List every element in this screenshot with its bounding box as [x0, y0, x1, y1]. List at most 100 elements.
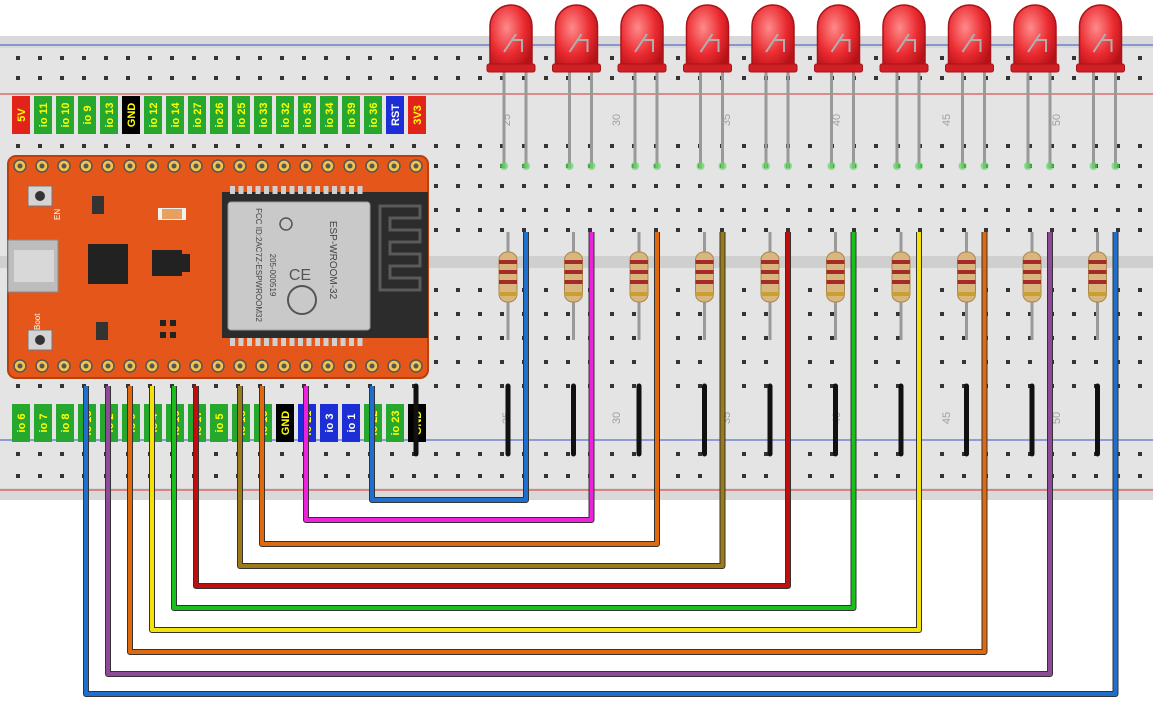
breadboard-hole: [940, 336, 944, 340]
breadboard-hole: [1006, 76, 1010, 80]
pin-label: GND: [276, 404, 294, 442]
breadboard-hole: [126, 56, 130, 60]
breadboard-hole: [456, 336, 460, 340]
breadboard-hole: [830, 184, 834, 188]
boot-label: Boot: [33, 313, 42, 330]
breadboard-hole: [1138, 144, 1142, 148]
breadboard-hole: [82, 56, 86, 60]
breadboard-hole: [566, 384, 570, 388]
regulator-chip: [152, 250, 182, 276]
breadboard-hole: [170, 76, 174, 80]
column-number: 45: [941, 412, 953, 424]
breadboard-hole: [1072, 208, 1076, 212]
breadboard-hole: [698, 228, 702, 232]
svg-text:io 33: io 33: [258, 102, 270, 127]
resistor: [629, 232, 649, 340]
pin-label: io 14: [166, 96, 184, 134]
breadboard-hole: [742, 288, 746, 292]
breadboard-hole: [808, 336, 812, 340]
breadboard-hole: [940, 228, 944, 232]
breadboard-hole: [1094, 228, 1098, 232]
breadboard-hole: [1116, 184, 1120, 188]
pin-label: io 25: [232, 96, 250, 134]
resistors: [498, 232, 1107, 340]
breadboard-hole: [940, 384, 944, 388]
breadboard-hole: [434, 384, 438, 388]
breadboard-hole: [764, 360, 768, 364]
breadboard-hole: [1138, 56, 1142, 60]
breadboard-hole: [126, 144, 130, 148]
breadboard-hole: [1072, 384, 1076, 388]
led: [945, 4, 994, 170]
breadboard-hole: [742, 474, 746, 478]
breadboard-hole: [896, 384, 900, 388]
breadboard-hole: [610, 288, 614, 292]
breadboard-hole: [1028, 228, 1032, 232]
breadboard-hole: [456, 144, 460, 148]
led: [683, 4, 732, 170]
breadboard-hole: [522, 76, 526, 80]
breadboard-hole: [16, 144, 20, 148]
breadboard-hole: [324, 144, 328, 148]
breadboard-hole: [742, 164, 746, 168]
breadboard-hole: [676, 384, 680, 388]
breadboard-hole: [1050, 208, 1054, 212]
breadboard-hole: [1094, 76, 1098, 80]
svg-text:GND: GND: [280, 411, 292, 436]
breadboard-hole: [610, 56, 614, 60]
breadboard-hole: [1138, 312, 1142, 316]
breadboard-hole: [1116, 208, 1120, 212]
breadboard-hole: [82, 144, 86, 148]
breadboard-hole: [434, 336, 438, 340]
breadboard-hole: [38, 452, 42, 456]
breadboard-hole: [1050, 184, 1054, 188]
breadboard-hole: [808, 384, 812, 388]
breadboard-hole: [544, 208, 548, 212]
breadboard-hole: [544, 144, 548, 148]
usb-uart-chip: [88, 244, 128, 284]
breadboard-hole: [764, 208, 768, 212]
signal-wire: [260, 232, 659, 546]
breadboard-hole: [632, 228, 636, 232]
breadboard-hole: [1050, 76, 1054, 80]
breadboard-hole: [434, 164, 438, 168]
breadboard-hole: [478, 184, 482, 188]
pin-label: GND: [122, 96, 140, 134]
breadboard-hole: [918, 228, 922, 232]
breadboard-hole: [940, 164, 944, 168]
breadboard-hole: [764, 452, 768, 456]
breadboard-hole: [346, 452, 350, 456]
breadboard-hole: [874, 184, 878, 188]
breadboard-hole: [742, 76, 746, 80]
led: [1010, 4, 1060, 170]
breadboard-hole: [742, 384, 746, 388]
breadboard-hole: [830, 360, 834, 364]
svg-text:io 5: io 5: [214, 414, 226, 433]
breadboard-hole: [874, 164, 878, 168]
pin-label: io 27: [188, 96, 206, 134]
breadboard-hole: [1006, 336, 1010, 340]
breadboard-hole: [60, 56, 64, 60]
breadboard-hole: [1138, 228, 1142, 232]
breadboard-hole: [1006, 208, 1010, 212]
breadboard-hole: [60, 474, 64, 478]
pin-label: io 1: [342, 404, 360, 442]
breadboard-hole: [434, 288, 438, 292]
svg-text:io 35: io 35: [302, 102, 314, 127]
breadboard-hole: [1028, 76, 1032, 80]
breadboard-hole: [214, 474, 218, 478]
svg-text:3V3: 3V3: [412, 105, 424, 125]
breadboard-hole: [764, 474, 768, 478]
breadboard-hole: [962, 228, 966, 232]
breadboard-hole: [588, 208, 592, 212]
breadboard-hole: [434, 312, 438, 316]
breadboard-hole: [16, 76, 20, 80]
breadboard-hole: [632, 452, 636, 456]
breadboard-hole: [1138, 474, 1142, 478]
esp-wroom-module: ESP-WROOM-32 FCC ID:2AC7Z-ESPWROOM32 205…: [222, 186, 428, 346]
breadboard-hole: [786, 228, 790, 232]
breadboard-hole: [544, 312, 548, 316]
breadboard-hole: [676, 474, 680, 478]
breadboard-hole: [742, 312, 746, 316]
breadboard-hole: [148, 76, 152, 80]
